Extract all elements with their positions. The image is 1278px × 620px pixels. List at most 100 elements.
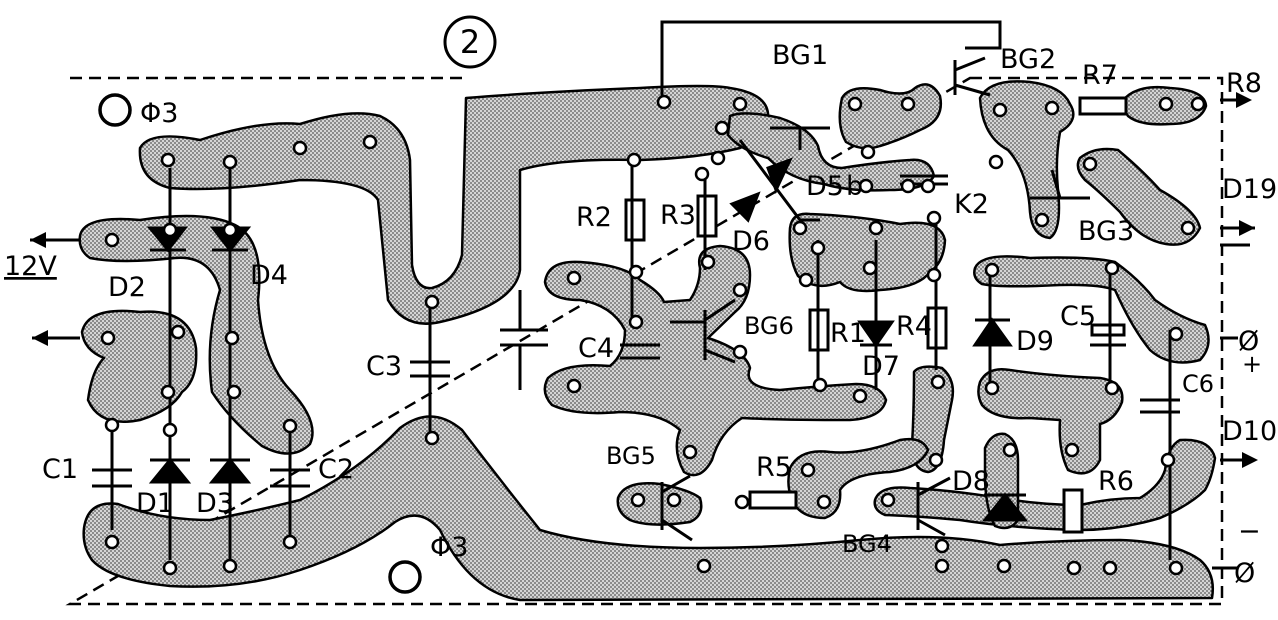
solder-pad: [104, 232, 120, 248]
solder-pad: [988, 154, 1004, 170]
solder-pad: [926, 267, 942, 283]
solder-pad: [934, 538, 950, 554]
hole-label-top-left: Φ3: [140, 98, 178, 129]
label-d7: D7: [862, 351, 900, 382]
solder-pad: [1044, 100, 1060, 116]
solder-pad: [984, 380, 1000, 396]
solder-pad: [1190, 96, 1206, 112]
solder-pad: [292, 140, 308, 156]
label-r1: R1: [830, 318, 866, 349]
label-r5: R5: [756, 452, 792, 483]
label-r7: R7: [1082, 60, 1118, 91]
solder-pad: [282, 534, 298, 550]
solder-pad: [710, 150, 726, 166]
solder-pad: [104, 417, 120, 433]
solder-pad: [816, 494, 832, 510]
solder-pad: [1082, 156, 1098, 172]
solder-pad: [628, 314, 644, 330]
trace-ground-bus: [82, 415, 1214, 602]
solder-pad: [656, 94, 672, 110]
solder-pad: [732, 96, 748, 112]
solder-pad: [1104, 260, 1120, 276]
solder-pad: [362, 134, 378, 150]
solder-pad: [170, 324, 186, 340]
hole-label-bottom-center: Φ3: [430, 532, 468, 563]
solder-pad: [868, 220, 884, 236]
label-bg1: BG1: [772, 40, 828, 71]
solder-pads: [100, 94, 1206, 576]
label-d2: D2: [108, 272, 146, 303]
trace-12v-input: [78, 214, 314, 455]
solder-pad: [1168, 560, 1184, 576]
solder-pad: [852, 388, 868, 404]
solder-pad: [1102, 560, 1118, 576]
label-d9: D9: [1016, 326, 1054, 357]
board-outline: [65, 76, 1224, 606]
solder-pad: [162, 222, 178, 238]
solder-pad: [812, 377, 828, 393]
solder-pad: [862, 260, 878, 276]
solder-pad: [226, 384, 242, 400]
terminal-label-d19: D19: [1222, 174, 1277, 205]
solder-pad: [160, 152, 176, 168]
solder-pad: [732, 344, 748, 360]
mounting-hole-bottom-center: [388, 560, 422, 594]
solder-pad: [732, 282, 748, 298]
component-drawings: [30, 20, 1255, 570]
solder-pad: [424, 294, 440, 310]
solder-pad: [100, 330, 116, 346]
solder-pad: [282, 418, 298, 434]
label-bg3: BG3: [1078, 216, 1134, 247]
terminal-label-12v: 12V: [4, 251, 57, 282]
solder-pad: [860, 144, 876, 160]
trace-bg1-bg2: [726, 112, 936, 192]
trace-r5-left: [616, 482, 703, 526]
solder-pad: [222, 558, 238, 574]
terminal-symbol-minus: Ø: [1234, 558, 1255, 589]
solder-pad: [1180, 220, 1196, 236]
solder-pad: [700, 254, 716, 270]
solder-pad: [566, 270, 582, 286]
solder-pad: [104, 534, 120, 550]
solder-pad: [630, 492, 646, 508]
solder-pad: [847, 96, 863, 112]
solder-pad: [928, 452, 944, 468]
solder-pad: [424, 430, 440, 446]
solder-pad: [792, 220, 808, 236]
trace-d19-output: [1076, 147, 1202, 246]
label-d8: D8: [952, 466, 990, 497]
terminal-sign-plus: +: [1242, 350, 1262, 378]
figure-number-badge: 2: [443, 15, 497, 69]
solder-pad: [628, 264, 644, 280]
label-d3: D3: [196, 488, 234, 519]
label-c4: C4: [578, 333, 614, 364]
solder-pad: [920, 178, 936, 194]
solder-pad: [222, 222, 238, 238]
solder-pad: [900, 178, 916, 194]
solder-pad: [926, 210, 942, 226]
solder-pad: [714, 120, 730, 136]
trace-top-right: [838, 83, 943, 150]
solder-pad: [1160, 452, 1176, 468]
solder-pad: [996, 558, 1012, 574]
solder-pad: [798, 272, 814, 288]
solder-pad: [900, 96, 916, 112]
trace-c5-plus: [973, 255, 1210, 364]
label-r6: R6: [1098, 466, 1134, 497]
component-labels: BG1 BG2 BG3 BG4 BG5 BG6 R1 R2 R3 R4 R5 R…: [42, 40, 1214, 558]
solder-pad: [626, 152, 642, 168]
terminal-label-d10: D10: [1222, 416, 1277, 447]
trace-bg6-area: [543, 244, 888, 477]
label-c1: C1: [42, 454, 78, 485]
label-k2: K2: [954, 189, 989, 220]
solder-pad: [1034, 212, 1050, 228]
label-c3: C3: [366, 351, 402, 382]
solder-pad: [734, 494, 750, 510]
solder-pad: [682, 444, 698, 460]
solder-pad: [1158, 96, 1174, 112]
solder-pad: [162, 560, 178, 576]
solder-pad: [934, 558, 950, 574]
label-bg6: BG6: [744, 312, 794, 340]
label-r2: R2: [576, 202, 612, 233]
